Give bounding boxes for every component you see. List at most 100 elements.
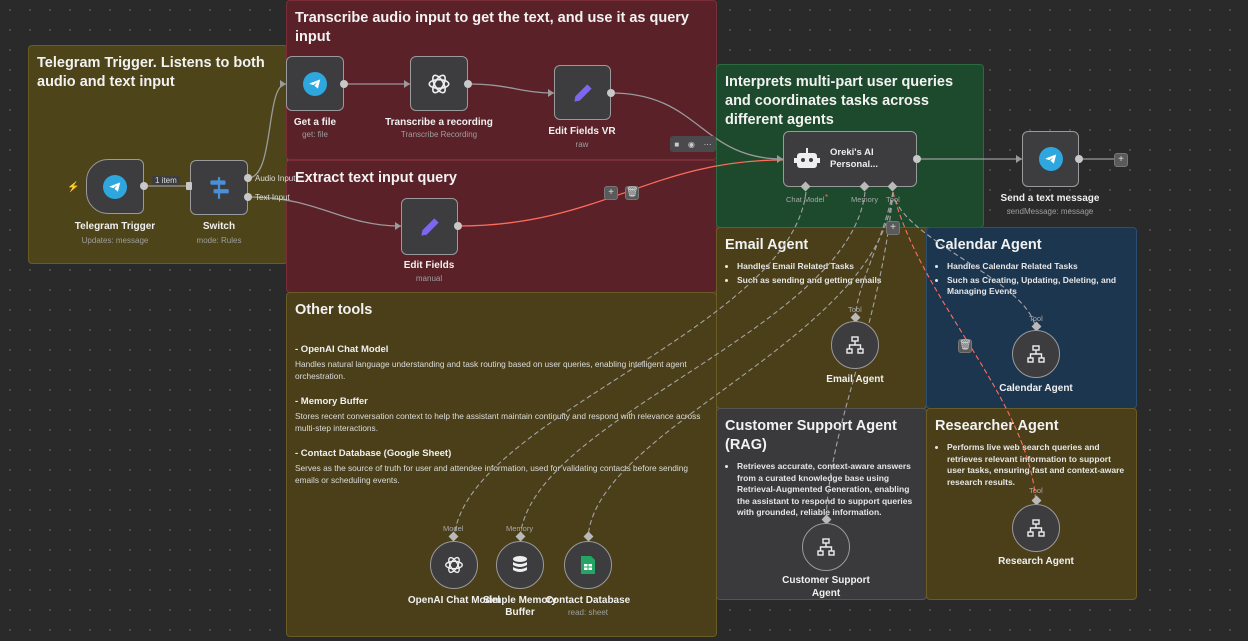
- edge-model-openai: [453, 191, 807, 541]
- email-agent-node[interactable]: [831, 321, 879, 369]
- port-label: Chat Model: [786, 195, 825, 204]
- telegram-trigger-node[interactable]: [86, 159, 144, 214]
- node-sublabel: mode: Rules: [196, 236, 242, 245]
- telegram-icon: [1038, 147, 1063, 171]
- edge-transcribe-editvr: [467, 83, 555, 94]
- ai-agent-node[interactable]: Oreki's AI Personal...: [783, 131, 917, 187]
- edge-label-items: 1 item: [152, 176, 180, 185]
- add-icon[interactable]: +: [604, 186, 618, 200]
- tool-text: Handles natural language understanding a…: [295, 359, 687, 381]
- output-port[interactable]: [340, 80, 348, 88]
- node-sublabel: sendMessage: message: [1006, 207, 1094, 216]
- sticky-email-agent[interactable]: Email Agent Handles Email Related Tasks …: [716, 227, 927, 409]
- agent-label-line1: Oreki's AI: [830, 147, 874, 158]
- node-label: Research Agent: [998, 556, 1074, 567]
- output-port[interactable]: [1075, 155, 1083, 163]
- tool-heading: - OpenAI Chat Model: [295, 344, 389, 355]
- node-sublabel: read: sheet: [567, 608, 609, 617]
- sticky-bullet: Such as Creating, Updating, Deleting, an…: [947, 275, 1128, 298]
- get-file-node[interactable]: [286, 56, 344, 111]
- edge-memory-buffer: [519, 191, 866, 541]
- node-label: Switch: [202, 221, 236, 232]
- output-port[interactable]: [244, 174, 252, 182]
- node-label: Telegram Trigger: [74, 221, 156, 232]
- output-port[interactable]: [464, 80, 472, 88]
- sticky-bullet: Handles Calendar Related Tasks: [947, 261, 1128, 273]
- sticky-extract[interactable]: Extract text input query: [286, 160, 717, 293]
- port-label: Tool: [886, 195, 900, 204]
- customer-support-agent-node[interactable]: [802, 523, 850, 571]
- edge-label-text: Text Input: [255, 193, 290, 202]
- node-sublabel: get: file: [302, 130, 328, 139]
- edge-tool-support: [825, 191, 894, 521]
- arrow-head: [548, 89, 554, 97]
- port-label: Memory: [851, 195, 879, 204]
- arrow-head: [404, 80, 410, 88]
- sticky-title: Calendar Agent: [935, 237, 1042, 253]
- pencil-icon: [420, 217, 439, 236]
- openai-icon: [428, 73, 450, 94]
- research-agent-node[interactable]: [1012, 504, 1060, 552]
- switch-node[interactable]: [190, 160, 248, 215]
- node-label: Buffer: [505, 607, 535, 618]
- robot-icon: [794, 148, 820, 168]
- node-label: Contact Database: [545, 595, 631, 606]
- node-sublabel: Updates: message: [81, 236, 149, 245]
- tool-heading: - Contact Database (Google Sheet): [295, 448, 452, 459]
- output-port[interactable]: [454, 222, 462, 230]
- node-label: Simple Memory: [483, 595, 557, 606]
- transcribe-node[interactable]: [410, 56, 468, 111]
- arrow-head: [777, 155, 783, 163]
- palette-icon[interactable]: ◉: [687, 139, 695, 149]
- tool-text: Stores recent conversation context to he…: [295, 411, 701, 433]
- sitemap-icon: [1027, 345, 1045, 363]
- sticky-title: Transcribe audio input to get the text, …: [295, 10, 689, 45]
- tool-text: Serves as the source of truth for user a…: [295, 463, 688, 485]
- node-label: Send a text message: [1000, 193, 1100, 204]
- edit-fields-node[interactable]: [401, 198, 458, 255]
- input-port[interactable]: [186, 182, 192, 190]
- output-port[interactable]: [913, 155, 921, 163]
- port-label: Tool: [1029, 486, 1043, 495]
- simple-memory-node[interactable]: [496, 541, 544, 589]
- add-tool-button[interactable]: +: [886, 221, 900, 235]
- send-message-node[interactable]: [1022, 131, 1079, 187]
- output-port[interactable]: [244, 193, 252, 201]
- edge-switch-editfields: [247, 196, 402, 227]
- node-label: Edit Fields VR: [548, 126, 616, 137]
- sticky-telegram-trigger[interactable]: Telegram Trigger. Listens to both audio …: [28, 45, 288, 264]
- output-port[interactable]: [607, 89, 615, 97]
- edge-editfields-agent: [457, 159, 784, 227]
- port-label: Model: [443, 524, 464, 533]
- add-node-button[interactable]: +: [1114, 153, 1128, 167]
- arrow-head: [1016, 155, 1022, 163]
- delete-connection-icon[interactable]: 🗑: [958, 339, 972, 353]
- openai-chat-model-node[interactable]: [430, 541, 478, 589]
- sticky-researcher[interactable]: Researcher Agent Performs live web searc…: [926, 408, 1137, 600]
- sticky-title: Customer Support Agent (RAG): [725, 418, 897, 453]
- sticky-title: Researcher Agent: [935, 418, 1059, 434]
- calendar-agent-node[interactable]: [1012, 330, 1060, 378]
- sitemap-icon: [817, 538, 835, 556]
- node-label: Get a file: [293, 117, 337, 128]
- delete-icon[interactable]: ■: [674, 139, 680, 149]
- tool-heading: - Memory Buffer: [295, 396, 368, 407]
- google-sheets-icon: [581, 556, 595, 574]
- telegram-icon: [103, 174, 127, 199]
- node-label: Customer Support: [782, 575, 870, 586]
- delete-icon[interactable]: 🗑: [625, 186, 639, 200]
- node-label: Agent: [811, 588, 841, 599]
- sticky-bullet: Handles Email Related Tasks: [737, 261, 918, 273]
- output-port[interactable]: [140, 182, 148, 190]
- sticky-title: Other tools: [295, 302, 373, 318]
- port-label: Tool: [1029, 314, 1043, 323]
- sticky-title: Extract text input query: [295, 170, 457, 186]
- agent-label-line2: Personal...: [830, 159, 879, 170]
- sticky-toolbar[interactable]: ■ ◉ ⋯: [670, 136, 716, 152]
- arrow-head: [280, 80, 286, 88]
- more-icon[interactable]: ⋯: [703, 139, 712, 149]
- openai-icon: [445, 556, 463, 574]
- contact-database-node[interactable]: [564, 541, 612, 589]
- sticky-bullet: Performs live web search queries and ret…: [947, 442, 1128, 488]
- edit-fields-vr-node[interactable]: [554, 65, 611, 120]
